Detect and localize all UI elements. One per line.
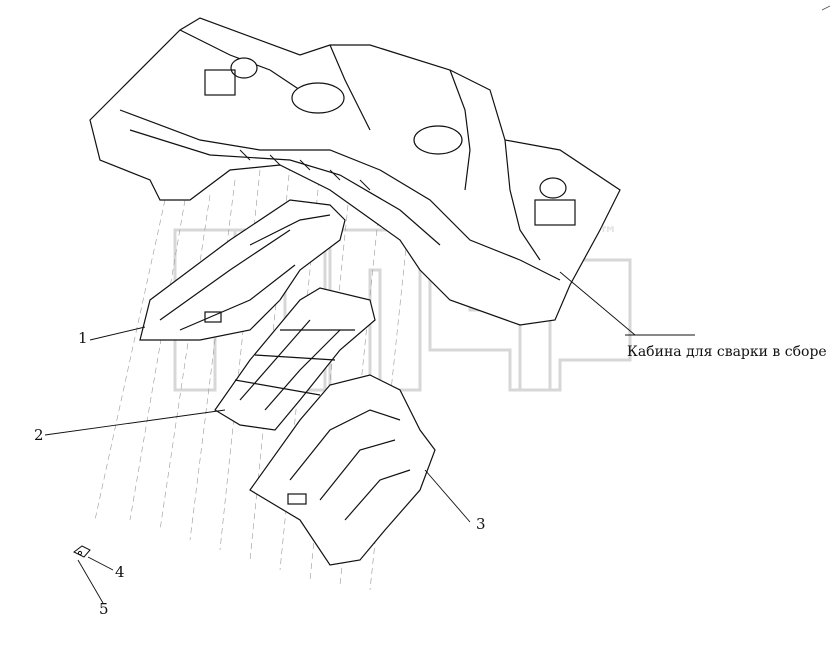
leader-lines (44, 271, 695, 604)
corner-mark (821, 5, 831, 11)
part-4-5-clip (73, 545, 91, 558)
part-3-tunnel-rear (249, 374, 436, 566)
callout-4: 4 (115, 563, 125, 581)
callout-1: 1 (78, 329, 88, 347)
callout-5: 5 (99, 600, 109, 618)
cabin-floor-assembly (89, 17, 621, 326)
watermark-tm: ™ (598, 222, 618, 246)
assembly-label: Кабина для сварки в сборе (627, 344, 827, 360)
part-2-tunnel-middle (214, 287, 376, 431)
part-1-tunnel-front (139, 199, 346, 341)
callout-3: 3 (476, 515, 486, 533)
callout-2: 2 (34, 426, 44, 444)
